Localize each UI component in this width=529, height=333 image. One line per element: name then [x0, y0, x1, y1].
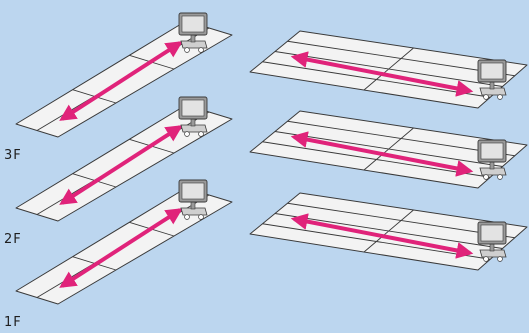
monitor-neck: [190, 34, 196, 43]
stand-wheel-icon: [198, 131, 204, 137]
floor-plan: [15, 12, 233, 138]
stand-wheel-icon: [497, 256, 503, 262]
monitor-screen: [480, 62, 504, 80]
stand-wheel-icon: [198, 214, 204, 220]
double-headed-arrow-icon: [290, 51, 474, 97]
stand-wheel-icon: [184, 131, 190, 137]
floor-plan: [249, 30, 528, 109]
double-headed-arrow-icon: [59, 208, 183, 288]
monitor-screen: [480, 142, 504, 160]
floor-label-3f: 3F: [4, 148, 22, 163]
double-headed-arrow-icon: [59, 125, 183, 205]
monitor-screen: [181, 182, 205, 200]
stand-wheel-icon: [497, 174, 503, 180]
tv-stand-icon: [180, 40, 208, 49]
tv-set: [477, 139, 507, 180]
tv-stand-icon: [479, 87, 507, 96]
stand-wheel-icon: [497, 94, 503, 100]
floor-plan: [249, 192, 528, 271]
stand-wheel-icon: [483, 94, 489, 100]
tv-stand-icon: [180, 124, 208, 133]
right-floor-stack: [249, 30, 528, 271]
monitor-neck: [489, 81, 495, 90]
floor-plan: [249, 110, 528, 189]
monitor-screen: [480, 224, 504, 242]
monitor-screen: [181, 15, 205, 33]
tv-stand-icon: [180, 207, 208, 216]
monitor-screen: [181, 99, 205, 117]
floor-plan: [15, 179, 233, 305]
stand-wheel-icon: [184, 214, 190, 220]
double-headed-arrow-icon: [59, 41, 183, 121]
floor-label-1f: 1F: [4, 315, 22, 330]
double-headed-arrow-icon: [290, 213, 474, 259]
tv-stand-icon: [479, 167, 507, 176]
monitor-neck: [489, 161, 495, 170]
tv-set: [477, 221, 507, 262]
stand-wheel-icon: [184, 47, 190, 53]
monitor-neck: [190, 201, 196, 210]
monitor-neck: [190, 118, 196, 127]
tv-stand-icon: [479, 249, 507, 258]
stand-wheel-icon: [483, 174, 489, 180]
double-headed-arrow-icon: [290, 131, 474, 177]
stand-wheel-icon: [483, 256, 489, 262]
tv-set: [178, 179, 208, 220]
tv-set: [477, 59, 507, 100]
floor-label-2f: 2F: [4, 232, 22, 247]
monitor-neck: [489, 243, 495, 252]
tv-set: [178, 12, 208, 53]
floor-plan: [15, 96, 233, 222]
stand-wheel-icon: [198, 47, 204, 53]
tv-set: [178, 96, 208, 137]
left-floor-stack: [15, 12, 233, 305]
